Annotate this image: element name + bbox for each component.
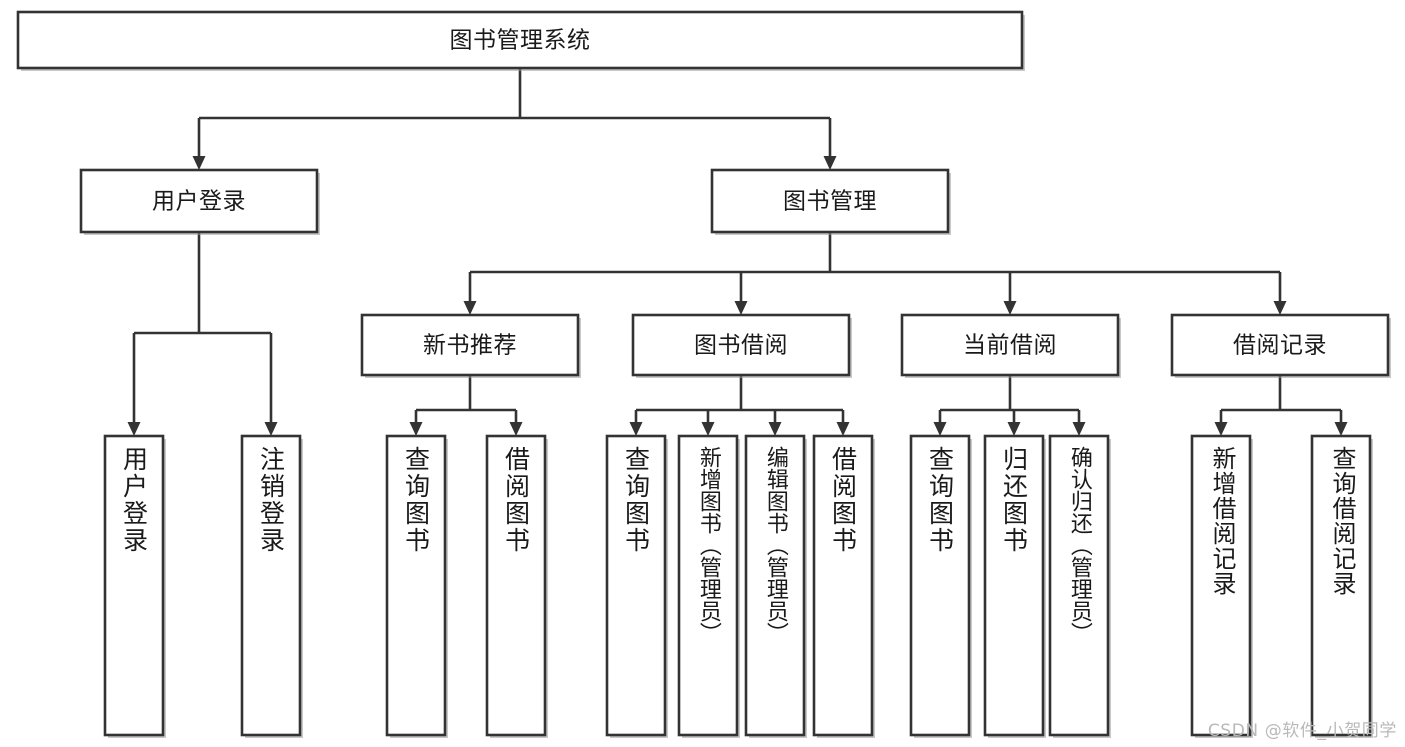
edge-current-borrow-to-leaf-cur-query-book-arrowhead	[933, 422, 947, 436]
box-outline	[16, 10, 1024, 70]
node-leaf-leaf-user-logout[interactable]	[240, 434, 303, 738]
box-outline	[605, 434, 667, 737]
node-level3-borrow-record[interactable]: 借阅记录	[1170, 313, 1391, 378]
node-leaf-leaf-cur-confirm-return[interactable]	[1048, 434, 1111, 738]
edge-book-manage-to-book-borrow-arrowhead	[734, 301, 748, 315]
node-level2-user-login[interactable]: 用户登录	[79, 168, 320, 235]
box-outline	[1310, 434, 1372, 737]
node-leaf-leaf-cur-query-book[interactable]	[909, 434, 972, 738]
node-root-root[interactable]: 图书管理系统	[16, 10, 1025, 71]
edge-book-borrow-to-leaf-borrow-edit-book-arrowhead	[768, 422, 782, 436]
box-outline	[744, 434, 806, 737]
box-outline	[1048, 434, 1110, 737]
edge-book-manage-to-new-book-rec-arrowhead	[463, 301, 477, 315]
box-outline	[983, 434, 1045, 737]
node-level3-current-borrow[interactable]: 当前借阅	[900, 313, 1121, 378]
box-outline	[1190, 434, 1252, 737]
box-outline	[909, 434, 971, 737]
box-outline	[385, 434, 447, 737]
box-outline	[900, 313, 1120, 377]
edge-borrow-record-to-leaf-rec-query-record-arrowhead	[1334, 422, 1348, 436]
edge-book-borrow-to-leaf-borrow-borrow-book-arrowhead	[836, 422, 850, 436]
watermark-text: CSDN @软件_小贺同学	[1207, 721, 1397, 741]
box-outline	[812, 434, 874, 737]
box-outline	[360, 313, 580, 377]
node-label: 用户登录	[152, 189, 246, 215]
edge-current-borrow-to-leaf-cur-return-book-arrowhead	[1007, 422, 1021, 436]
node-leaf-leaf-borrow-add-book[interactable]	[677, 434, 740, 738]
edge-book-manage-to-current-borrow-arrowhead	[1003, 301, 1017, 315]
node-label: 图书管理	[783, 189, 877, 215]
node-label: 当前借阅	[963, 333, 1057, 359]
node-label: 图书借阅	[694, 333, 788, 359]
edge-current-borrow-to-leaf-cur-confirm-return-arrowhead	[1072, 422, 1086, 436]
edge-user-login-to-leaf-user-logout-arrowhead	[264, 422, 278, 436]
edge-book-borrow-to-leaf-borrow-query-book-arrowhead	[629, 422, 643, 436]
node-leaf-leaf-cur-return-book[interactable]	[983, 434, 1046, 738]
node-leaf-leaf-rec-borrow-book[interactable]	[485, 434, 548, 738]
node-label: 借阅记录	[1233, 333, 1327, 359]
box-outline	[103, 434, 165, 737]
node-label: 新书推荐	[423, 333, 517, 359]
node-leaf-leaf-borrow-borrow-book[interactable]	[812, 434, 875, 738]
node-label: 图书管理系统	[450, 28, 591, 54]
node-leaf-leaf-rec-add-record[interactable]	[1190, 434, 1253, 738]
node-leaf-leaf-rec-query-book[interactable]	[385, 434, 448, 738]
edge-layer	[127, 68, 1348, 436]
node-level3-book-borrow[interactable]: 图书借阅	[631, 313, 852, 378]
box-outline	[710, 168, 950, 234]
node-leaf-leaf-user-login[interactable]	[103, 434, 166, 738]
box-outline	[631, 313, 851, 377]
node-level3-new-book-rec[interactable]: 新书推荐	[360, 313, 581, 378]
edge-new-book-rec-to-leaf-rec-query-book-arrowhead	[409, 422, 423, 436]
box-outline	[240, 434, 302, 737]
edge-borrow-record-to-leaf-rec-add-record-arrowhead	[1214, 422, 1228, 436]
box-outline	[677, 434, 739, 737]
node-leaf-leaf-borrow-edit-book[interactable]	[744, 434, 807, 738]
edge-root-to-user-login-arrowhead	[192, 156, 206, 170]
node-leaf-leaf-borrow-query-book[interactable]	[605, 434, 668, 738]
node-level2-book-manage[interactable]: 图书管理	[710, 168, 951, 235]
box-outline	[1170, 313, 1390, 377]
edge-root-to-book-manage-arrowhead	[823, 156, 837, 170]
node-leaf-leaf-rec-query-record[interactable]	[1310, 434, 1373, 738]
box-outline	[79, 168, 319, 234]
box-outline	[485, 434, 547, 737]
edge-book-borrow-to-leaf-borrow-add-book-arrowhead	[701, 422, 715, 436]
edge-new-book-rec-to-leaf-rec-borrow-book-arrowhead	[509, 422, 523, 436]
edge-book-manage-to-borrow-record-arrowhead	[1273, 301, 1287, 315]
edge-user-login-to-leaf-user-login-arrowhead	[127, 422, 141, 436]
